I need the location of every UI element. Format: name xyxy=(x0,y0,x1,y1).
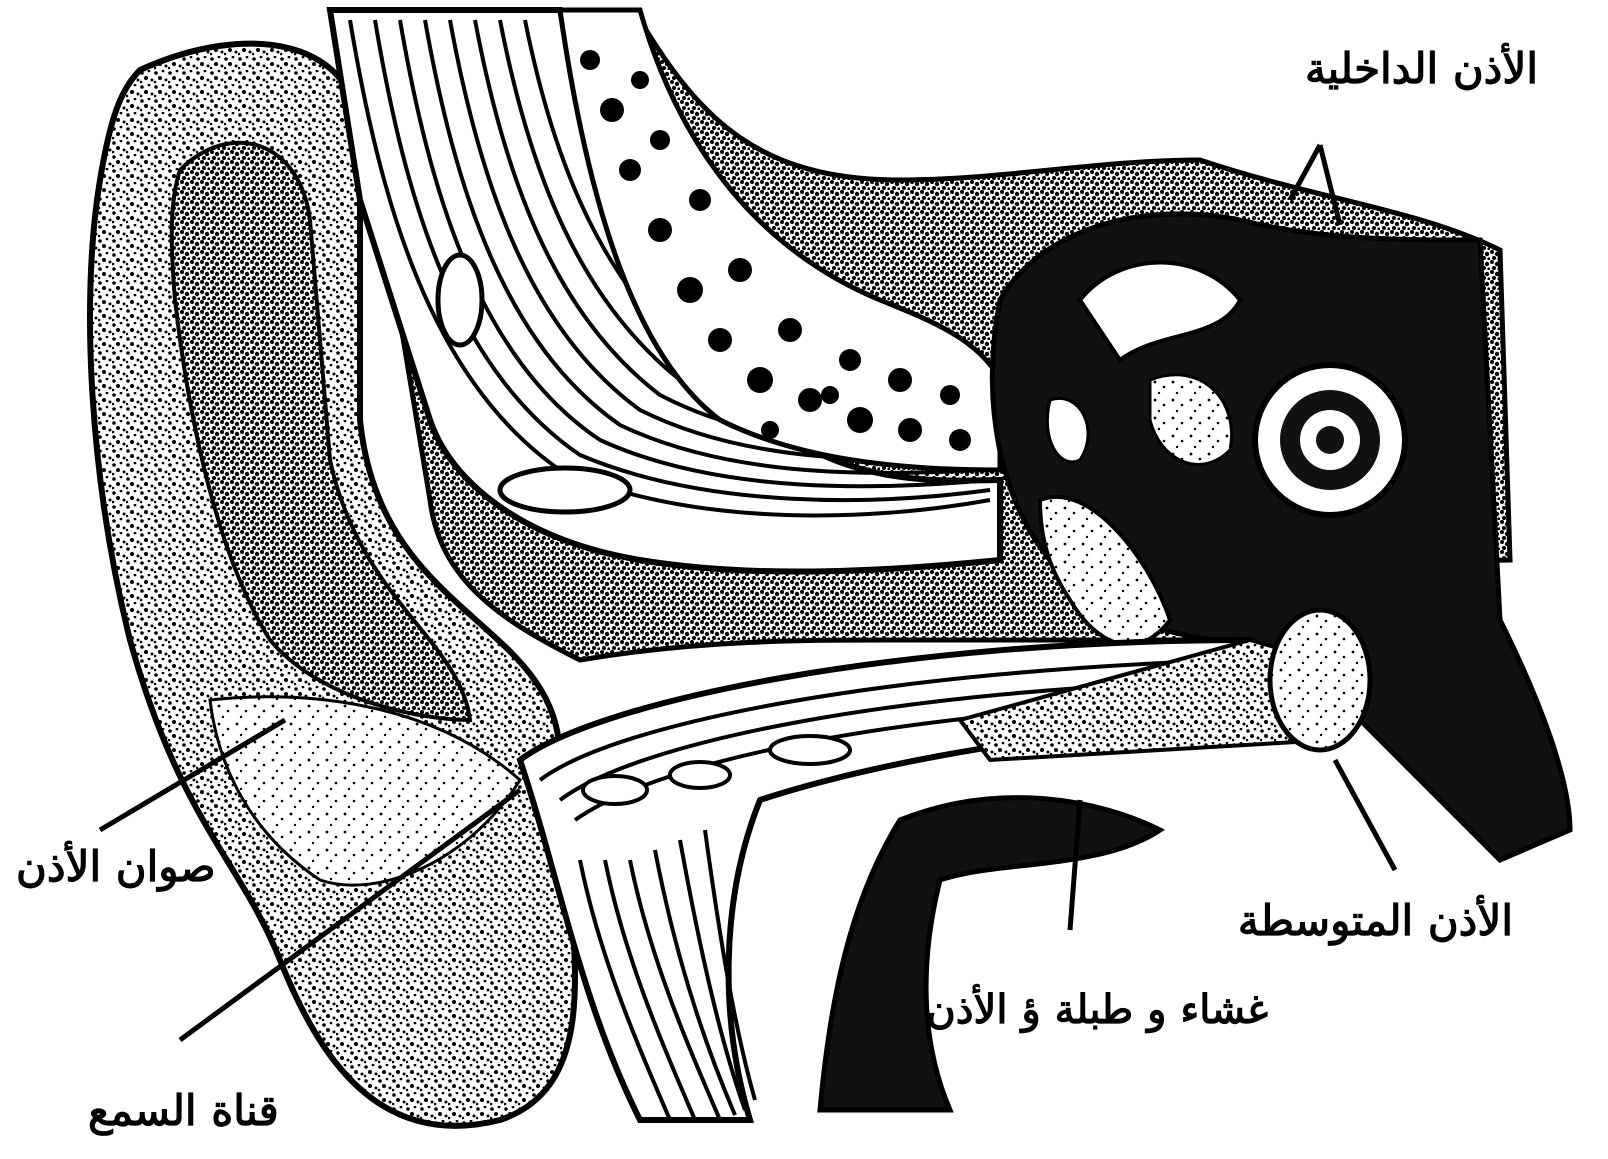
label-middle-ear: الأذن المتوسطة xyxy=(1238,900,1513,942)
lower-muscle-band xyxy=(520,610,1370,1120)
leader-line-middle-ear xyxy=(1335,760,1395,870)
label-ear-membrane: غشاء و طبلة ؤ الأذن xyxy=(926,990,1268,1030)
inner-ear-region xyxy=(992,214,1570,860)
label-ear-wax: صوان الأذن xyxy=(16,846,216,888)
label-inner-ear: الأذن الداخلية xyxy=(1305,48,1538,90)
label-ear-canal: قناة السمع xyxy=(88,1090,279,1132)
